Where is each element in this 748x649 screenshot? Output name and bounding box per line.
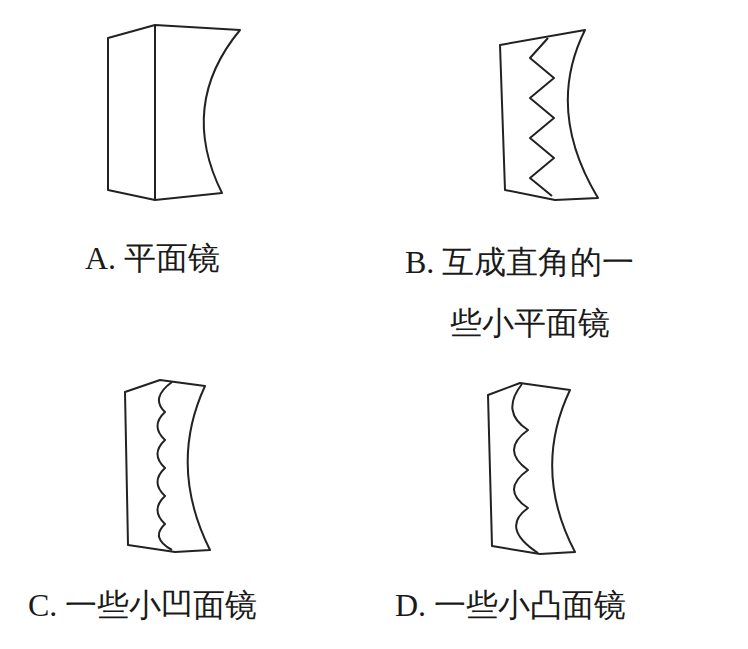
caption-label: A. 平面镜 — [85, 228, 365, 289]
caption-label: D. 一些小凸面镜 — [395, 575, 695, 636]
plane-mirror-figure — [108, 25, 240, 200]
caption-label: B. 互成直角的一些小平面镜 — [405, 232, 665, 354]
caption-label: C. 一些小凹面镜 — [28, 575, 328, 636]
concave-mirror-figure — [125, 380, 210, 552]
convex-mirror-figure — [488, 383, 575, 554]
corner-mirror-figure — [500, 30, 598, 200]
